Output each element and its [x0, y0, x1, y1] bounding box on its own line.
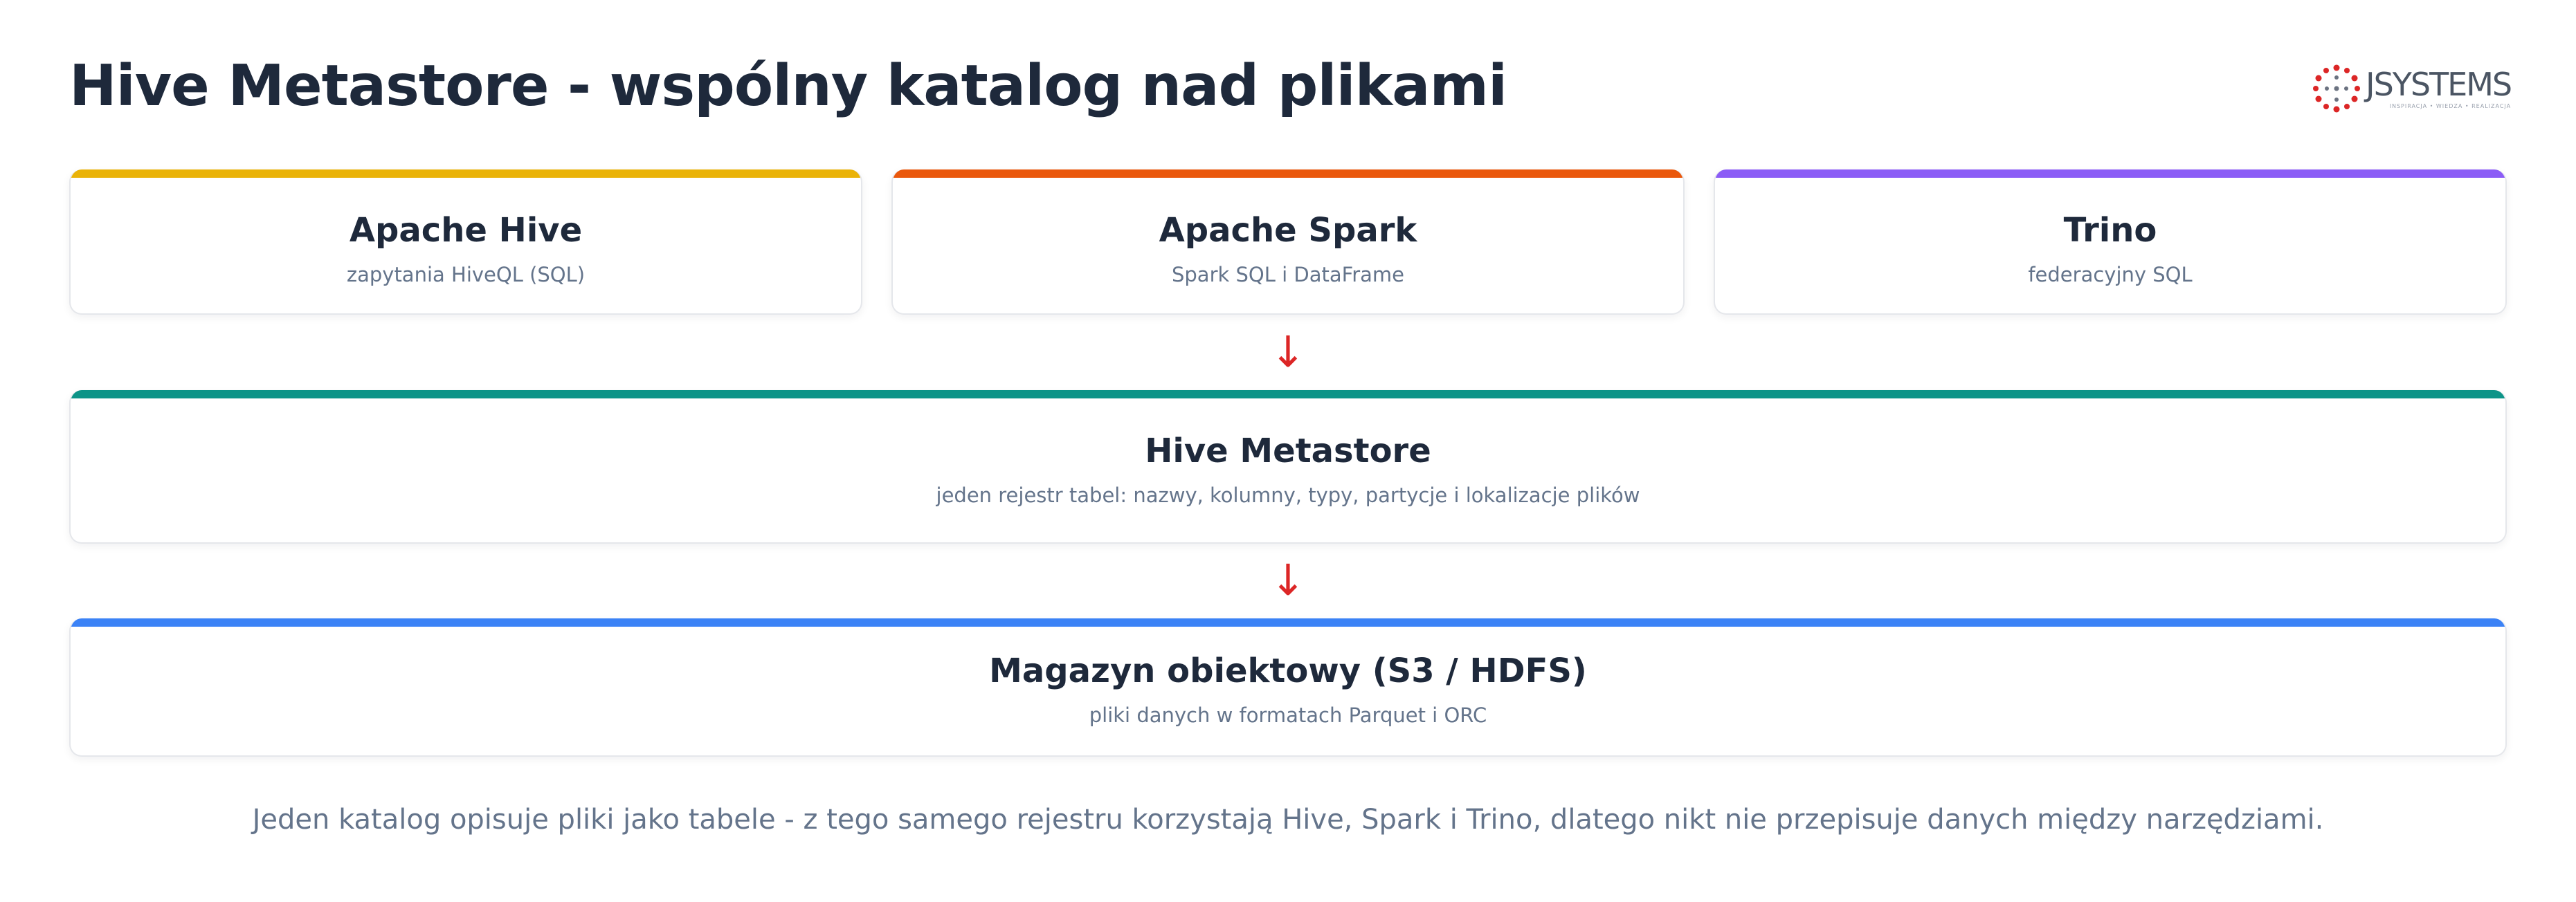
- engine-name: Apache Spark: [1159, 211, 1417, 250]
- jsystems-logo: JSYSTEMS INSPIRACJA • WIEDZA • REALIZACJ…: [2312, 64, 2512, 113]
- logo-tagline: INSPIRACJA • WIEDZA • REALIZACJA: [2389, 102, 2512, 109]
- down-arrow-icon: ↓: [1270, 555, 1306, 605]
- logo-text: JSYSTEMS: [2366, 65, 2512, 103]
- storage-name: Magazyn obiektowy (S3 / HDFS): [989, 652, 1587, 690]
- metastore-description: jeden rejestr tabel: nazwy, kolumny, typ…: [936, 484, 1640, 507]
- storage-card: Magazyn obiektowy (S3 / HDFS) pliki dany…: [69, 618, 2507, 757]
- engine-card-spark: Apache Spark Spark SQL i DataFrame: [891, 169, 1685, 315]
- down-arrow-icon: ↓: [1270, 326, 1306, 377]
- engine-description: federacyjny SQL: [2028, 263, 2193, 286]
- page-title: Hive Metastore - wspólny katalog nad pli…: [69, 53, 1507, 119]
- storage-description: pliki danych w formatach Parquet i ORC: [1089, 703, 1487, 727]
- engine-description: zapytania HiveQL (SQL): [346, 263, 586, 286]
- engine-card-hive: Apache Hive zapytania HiveQL (SQL): [69, 169, 862, 315]
- metastore-card: Hive Metastore jeden rejestr tabel: nazw…: [69, 390, 2507, 544]
- engine-card-trino: Trino federacyjny SQL: [1714, 169, 2507, 315]
- logo-dots-icon: [2313, 64, 2360, 113]
- caption: Jeden katalog opisuje pliki jako tabele …: [252, 804, 2324, 836]
- engine-description: Spark SQL i DataFrame: [1171, 263, 1404, 286]
- engine-name: Apache Hive: [349, 211, 583, 250]
- metastore-name: Hive Metastore: [1145, 432, 1431, 470]
- engine-name: Trino: [2063, 211, 2157, 250]
